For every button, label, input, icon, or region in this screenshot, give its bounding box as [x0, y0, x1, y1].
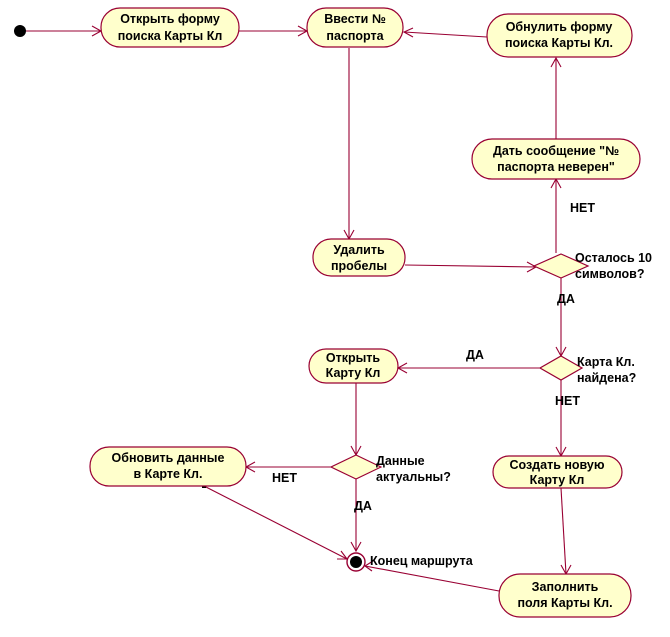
start-node	[14, 25, 26, 37]
decision-ten-chars-left-label: Осталось 10	[575, 251, 652, 265]
guard-yes-data-current: ДА	[354, 499, 372, 513]
activity-fill-card-fields[interactable]: Заполнить поля Карты Кл.	[498, 573, 632, 618]
end-node	[346, 552, 366, 572]
guard-yes-ten-chars: ДА	[557, 292, 575, 306]
svg-text:Удалить: Удалить	[333, 243, 385, 257]
decision-data-current[interactable]	[329, 454, 383, 480]
svg-text:в Карте Кл.: в Карте Кл.	[134, 467, 203, 481]
guard-yes-card-found: ДА	[466, 348, 484, 362]
decision-ten-chars-left-label-2: символов?	[575, 267, 644, 281]
svg-text:Заполнить: Заполнить	[532, 580, 599, 594]
edge-reset-to-enter-passport	[403, 31, 488, 38]
edge-create-card-to-fill-fields	[560, 487, 567, 575]
activity-reset-search-form[interactable]: Обнулить форму поиска Карты Кл.	[486, 13, 633, 58]
decision-card-found[interactable]	[538, 355, 584, 381]
svg-text:Создать новую: Создать новую	[509, 458, 604, 472]
svg-text:Обновить данные: Обновить данные	[112, 451, 225, 465]
activity-create-new-card[interactable]: Создать новую Карту Кл	[492, 455, 623, 489]
svg-text:Ввести №: Ввести №	[324, 12, 386, 26]
svg-text:Дать сообщение "№: Дать сообщение "№	[493, 144, 619, 158]
guard-no-card-found: НЕТ	[555, 394, 580, 408]
svg-text:пробелы: пробелы	[331, 259, 387, 273]
guard-no-data-current: НЕТ	[272, 471, 297, 485]
guard-no-ten-chars: НЕТ	[570, 201, 595, 215]
svg-text:поиска Карты Кл: поиска Карты Кл	[118, 29, 223, 43]
svg-text:Открыть: Открыть	[326, 351, 381, 365]
end-node-label: Конец маршрута	[370, 554, 474, 568]
decision-data-current-label-2: актуальны?	[376, 470, 451, 484]
activity-remove-spaces[interactable]: Удалить пробелы	[312, 238, 406, 277]
decision-card-found-label-2: найдена?	[577, 371, 636, 385]
svg-text:Карту Кл: Карту Кл	[326, 366, 381, 380]
activity-open-search-form[interactable]: Открыть форму поиска Карты Кл	[100, 7, 240, 48]
svg-text:паспорта: паспорта	[326, 29, 384, 43]
svg-text:поиска Карты Кл.: поиска Карты Кл.	[505, 36, 613, 50]
decision-data-current-label: Данные	[376, 454, 425, 468]
edge-update-data-to-end	[203, 485, 348, 560]
decision-card-found-label: Карта Кл.	[577, 355, 635, 369]
svg-text:Обнулить форму: Обнулить форму	[506, 20, 613, 34]
activity-update-card-data[interactable]: Обновить данные в Карте Кл.	[89, 446, 247, 487]
svg-text:Карту Кл: Карту Кл	[530, 473, 585, 487]
edge-remove-spaces-to-decision1	[404, 264, 537, 268]
decision-ten-chars-left[interactable]	[532, 253, 590, 279]
edge-fill-fields-to-end	[364, 565, 500, 592]
svg-text:Открыть форму: Открыть форму	[120, 12, 220, 26]
activity-enter-passport[interactable]: Ввести № паспорта	[306, 7, 404, 48]
svg-text:паспорта неверен": паспорта неверен"	[497, 160, 615, 174]
svg-text:поля Карты Кл.: поля Карты Кл.	[517, 596, 612, 610]
activity-open-card[interactable]: Открыть Карту Кл	[308, 348, 399, 384]
activity-passport-invalid-message[interactable]: Дать сообщение "№ паспорта неверен"	[471, 138, 641, 180]
